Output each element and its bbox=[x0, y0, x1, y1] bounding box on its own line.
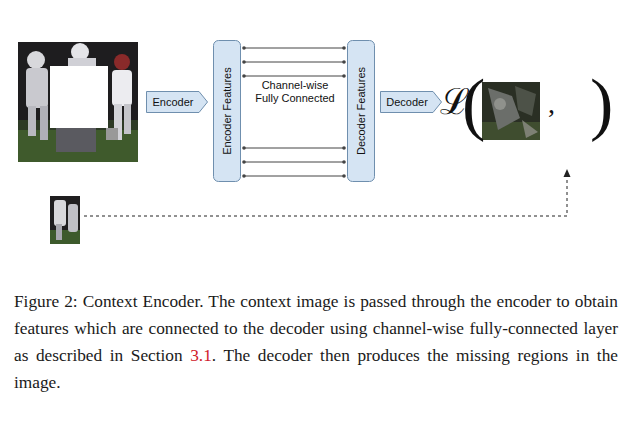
figure-caption: Figure 2: Context Encoder. The context i… bbox=[14, 288, 618, 396]
node-label: Decoder Features bbox=[355, 67, 367, 155]
connector-line bbox=[243, 62, 345, 63]
box-outline bbox=[147, 92, 208, 113]
comma: , bbox=[548, 88, 555, 120]
connector-dot bbox=[342, 46, 346, 50]
connector-line bbox=[243, 48, 345, 49]
channel-connection bbox=[242, 160, 346, 164]
node-label: Encoder Features bbox=[221, 67, 233, 154]
connector-line bbox=[243, 162, 345, 163]
box-outline bbox=[214, 41, 241, 182]
dashed-arrow bbox=[84, 176, 567, 216]
connector-line bbox=[243, 176, 345, 177]
connector-dot bbox=[342, 74, 346, 78]
connector-dot bbox=[342, 174, 346, 178]
channel-connection bbox=[242, 60, 346, 64]
context-image bbox=[18, 42, 138, 162]
channel-connection bbox=[242, 46, 346, 50]
channel-connection bbox=[242, 146, 346, 150]
reconstructed-patch bbox=[482, 82, 540, 140]
box-outline bbox=[381, 92, 442, 113]
node-label: Encoder bbox=[153, 96, 194, 108]
connector-dot bbox=[342, 60, 346, 64]
connector-dot bbox=[242, 74, 246, 78]
connector-dot bbox=[242, 46, 246, 50]
box-outline bbox=[348, 41, 375, 182]
connector-dot bbox=[342, 146, 346, 150]
paren: ) bbox=[590, 62, 613, 146]
connector-dot bbox=[342, 160, 346, 164]
arrow-box: Decoder bbox=[380, 91, 442, 113]
connector-dot bbox=[242, 174, 246, 178]
arrow-box: Encoder bbox=[146, 91, 208, 113]
channel-connection bbox=[242, 174, 346, 178]
connector-dot bbox=[242, 160, 246, 164]
channel-connection bbox=[242, 74, 346, 78]
paren: ( bbox=[462, 62, 485, 146]
connector-dot bbox=[242, 60, 246, 64]
node-label: Decoder bbox=[386, 96, 428, 108]
feature-box: Encoder Features bbox=[213, 40, 241, 182]
connector-line bbox=[243, 76, 345, 77]
ground-truth-patch bbox=[50, 196, 80, 244]
arrow-head bbox=[564, 169, 571, 177]
reference-link: 3.1 bbox=[190, 346, 212, 365]
feature-box: Decoder Features bbox=[347, 40, 375, 182]
connector-dot bbox=[242, 146, 246, 150]
layer-label: Channel-wise Fully Connected bbox=[250, 79, 340, 105]
connector-line bbox=[243, 148, 345, 149]
